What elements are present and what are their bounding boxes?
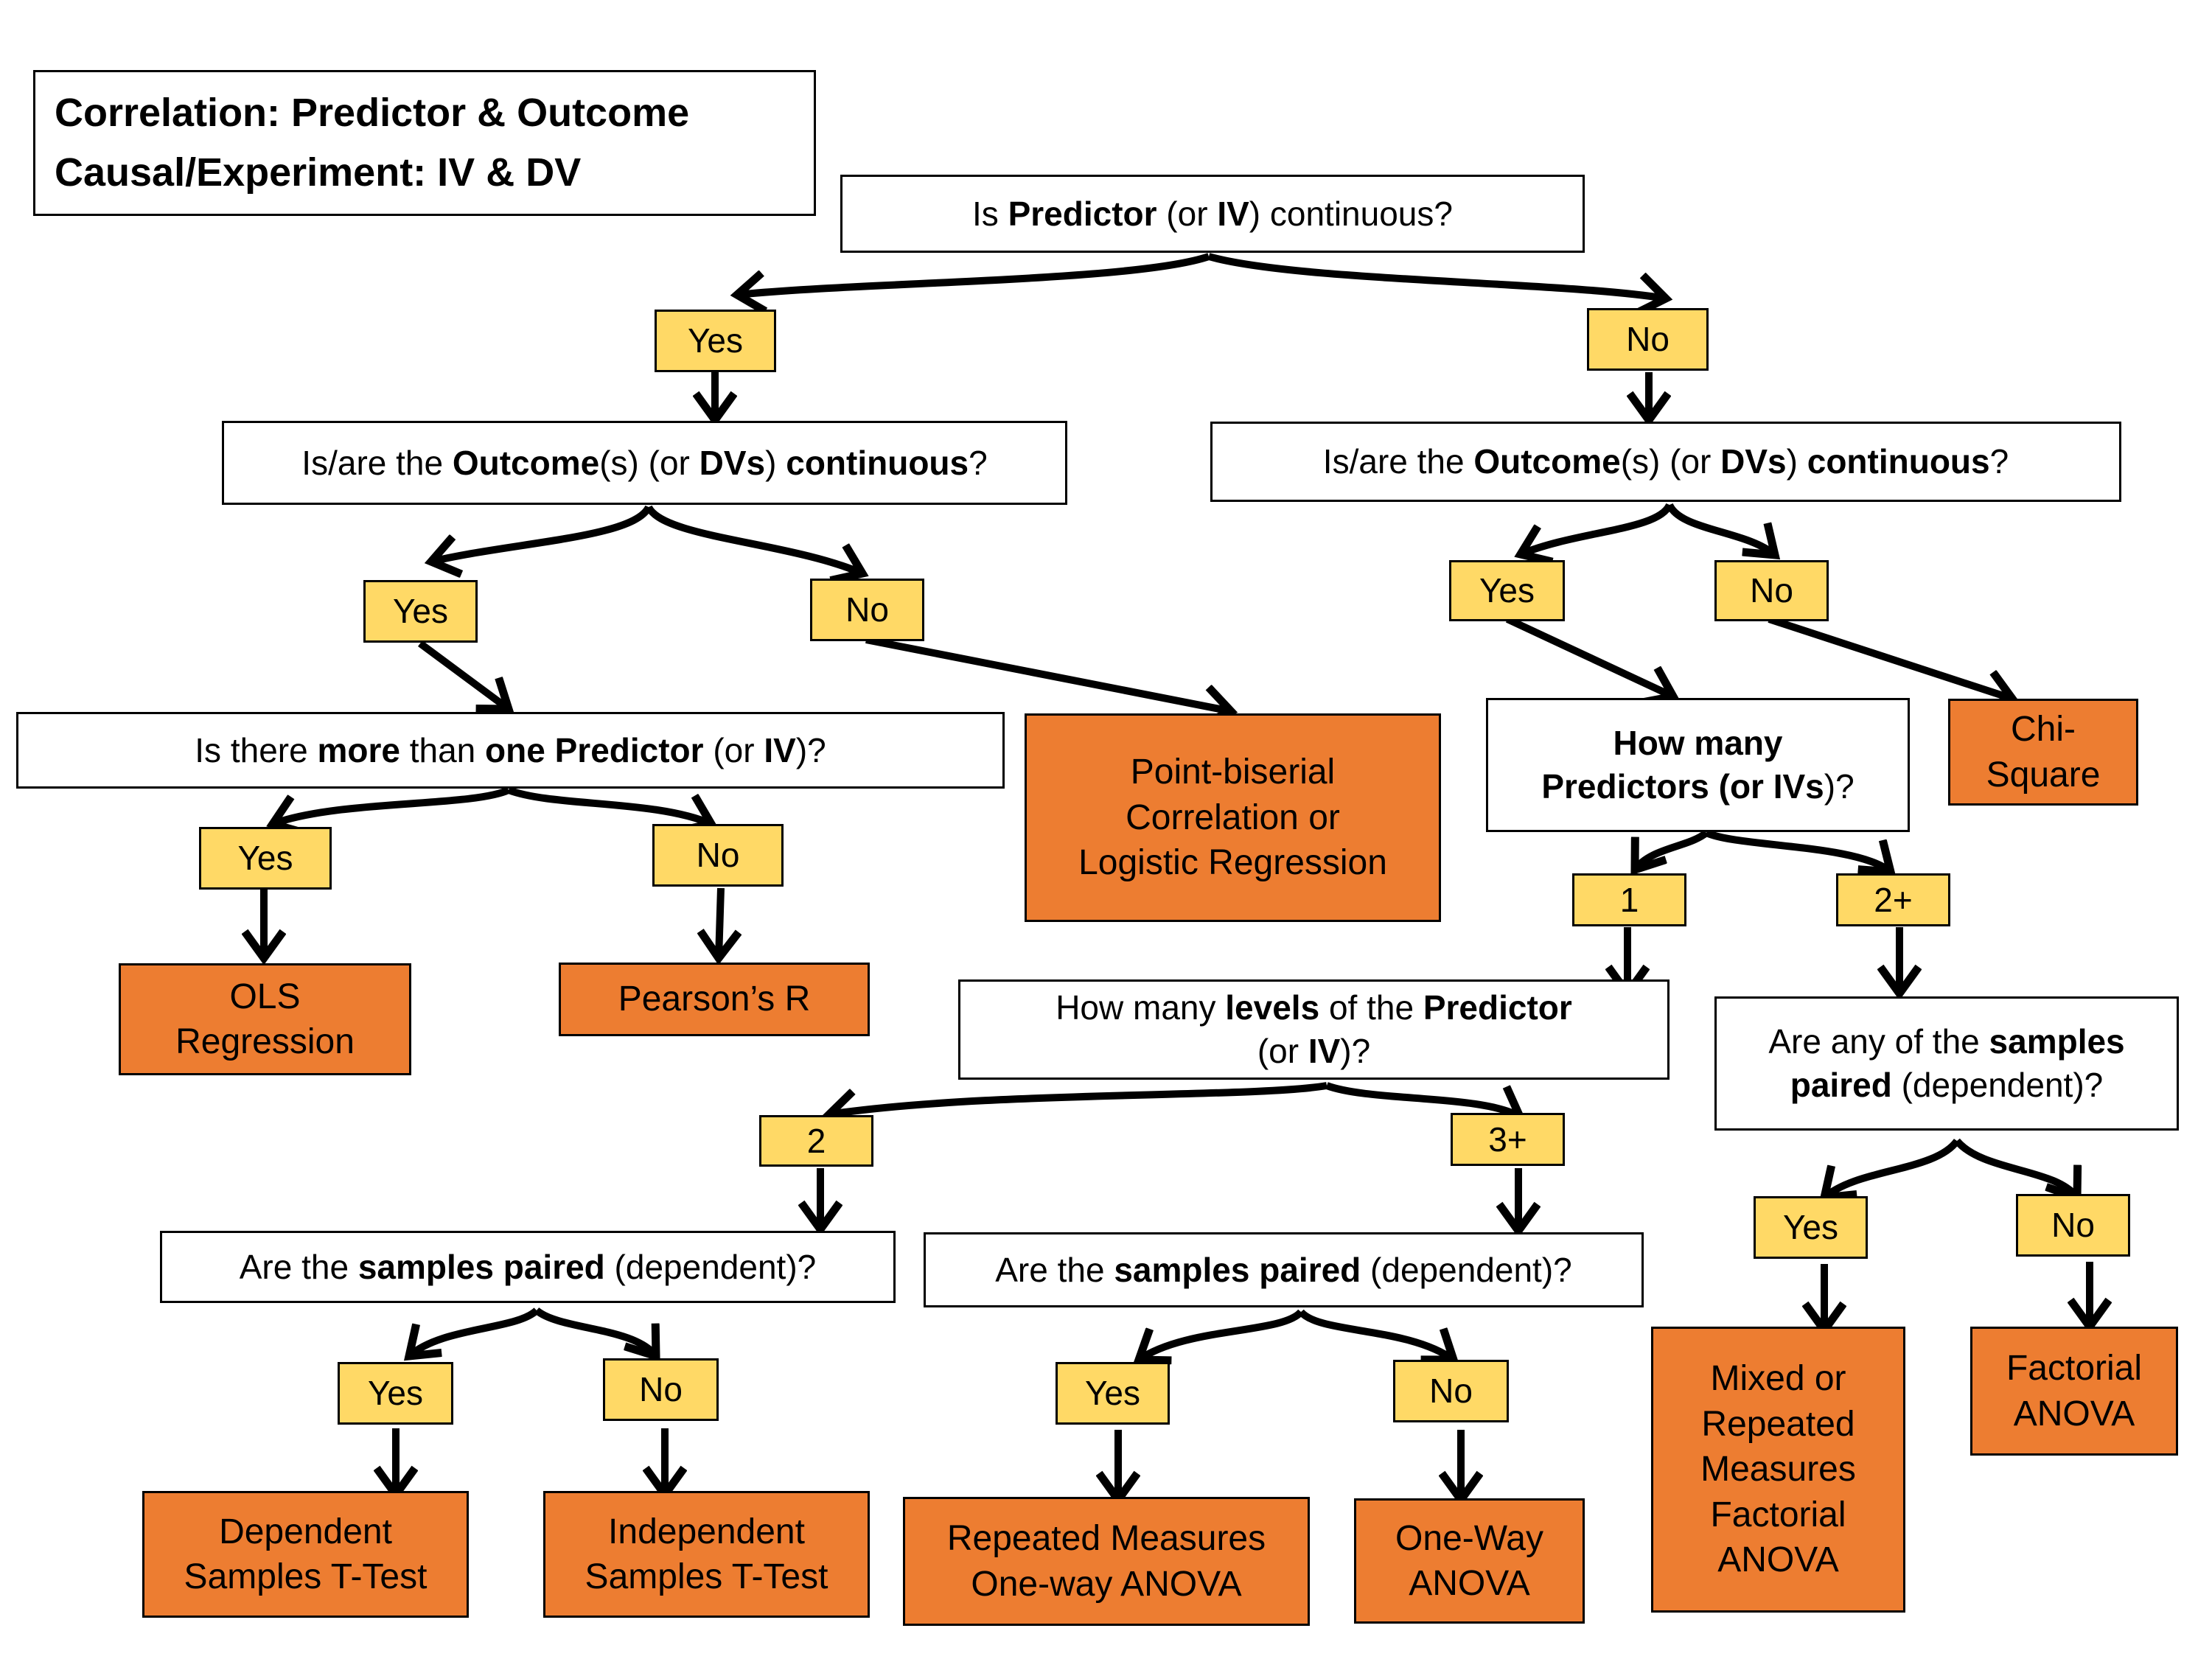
label-yes-paired-left: Yes — [338, 1362, 453, 1425]
label-no-paired-mid: No — [1393, 1360, 1509, 1422]
label-yes-predictor: Yes — [655, 310, 776, 372]
result-pearsons-r: Pearson’s R — [559, 963, 870, 1036]
result-repeated-measures-oneway-anova: Repeated Measures One-way ANOVA — [903, 1497, 1310, 1626]
result-factorial-anova: Factorial ANOVA — [1970, 1327, 2178, 1456]
label-no-any-paired: No — [2016, 1194, 2130, 1257]
question-outcome-continuous-left: Is/are the Outcome(s) (or DVs) continuou… — [222, 421, 1067, 505]
arrow-outcome-left-to-no — [645, 505, 862, 573]
legend-box: Correlation: Predictor & Outcome Causal/… — [33, 70, 816, 216]
question-how-many-predictors: How many Predictors (or IVs)? — [1486, 698, 1910, 832]
question-any-samples-paired: Are any of the samples paired (dependent… — [1714, 996, 2179, 1131]
label-yes-outcome-left: Yes — [363, 580, 478, 643]
result-oneway-anova: One-Way ANOVA — [1354, 1498, 1585, 1624]
label-yes-any-paired: Yes — [1754, 1196, 1868, 1259]
result-point-biserial: Point-biserial Correlation or Logistic R… — [1025, 713, 1441, 922]
arrow-how-many-to-two-plus — [1704, 829, 1891, 872]
label-two-plus-predictors: 2+ — [1836, 873, 1950, 926]
arrow-any-paired-to-yes — [1824, 1138, 1961, 1198]
label-no-paired-left: No — [603, 1358, 719, 1421]
arrow-paired-left-to-yes — [409, 1307, 540, 1356]
label-yes-paired-mid: Yes — [1056, 1362, 1170, 1425]
label-no-more-predictor: No — [652, 824, 784, 887]
question-samples-paired-left: Are the samples paired (dependent)? — [160, 1231, 896, 1303]
arrow-paired-left-to-no — [534, 1307, 656, 1356]
arrow-paired-mid-to-no — [1298, 1309, 1454, 1360]
arrow-yes-to-more-predictor — [418, 640, 509, 709]
result-chi-square: Chi- Square — [1948, 699, 2138, 806]
arrow-any-paired-to-no — [1954, 1138, 2077, 1198]
label-one-predictor: 1 — [1572, 873, 1686, 926]
arrow-paired-mid-to-yes — [1139, 1309, 1304, 1360]
label-three-plus-levels: 3+ — [1451, 1113, 1565, 1166]
arrow-more-predictor-to-no — [507, 786, 711, 824]
arrow-levels-to-three-plus — [1325, 1082, 1520, 1117]
arrow-levels-to-two — [829, 1082, 1327, 1114]
question-more-than-one-predictor: Is there more than one Predictor (or IV)… — [16, 712, 1005, 789]
arrow-outcome-left-to-yes — [431, 505, 652, 562]
arrow-outcome-right-to-yes — [1521, 503, 1673, 554]
legend-line-correlation: Correlation: Predictor & Outcome — [55, 91, 690, 135]
arrow-no-to-chi-square — [1768, 615, 2012, 699]
label-yes-more-predictor: Yes — [199, 827, 332, 890]
result-independent-t-test: Independent Samples T-Test — [543, 1491, 870, 1618]
label-no-outcome-left: No — [810, 579, 924, 641]
label-no-outcome-right: No — [1714, 560, 1829, 621]
arrow-top-to-no — [1207, 253, 1666, 298]
arrow-top-to-yes — [737, 253, 1210, 295]
arrow-yes-to-how-many — [1505, 615, 1673, 696]
question-outcome-continuous-right: Is/are the Outcome(s) (or DVs) continuou… — [1210, 422, 2121, 502]
arrow-no-to-pearson — [719, 887, 721, 958]
label-yes-outcome-right: Yes — [1449, 560, 1565, 621]
arrow-outcome-right-to-no — [1666, 503, 1775, 555]
arrow-how-many-to-one — [1635, 829, 1709, 870]
result-dependent-t-test: Dependent Samples T-Test — [142, 1491, 469, 1618]
question-how-many-levels: How many levels of the Predictor (or IV)… — [958, 979, 1670, 1080]
question-predictor-continuous: Is Predictor (or IV) continuous? — [840, 175, 1585, 253]
result-ols-regression: OLS Regression — [119, 963, 411, 1075]
arrow-more-predictor-to-yes — [273, 786, 511, 824]
label-no-predictor: No — [1587, 308, 1709, 371]
label-two-levels: 2 — [759, 1115, 873, 1167]
question-samples-paired-mid: Are the samples paired (dependent)? — [924, 1232, 1644, 1307]
legend-line-causal: Causal/Experiment: IV & DV — [55, 150, 582, 195]
arrow-no-to-point-biserial — [865, 636, 1231, 711]
result-mixed-repeated-factorial: Mixed or Repeated Measures Factorial ANO… — [1651, 1327, 1905, 1613]
